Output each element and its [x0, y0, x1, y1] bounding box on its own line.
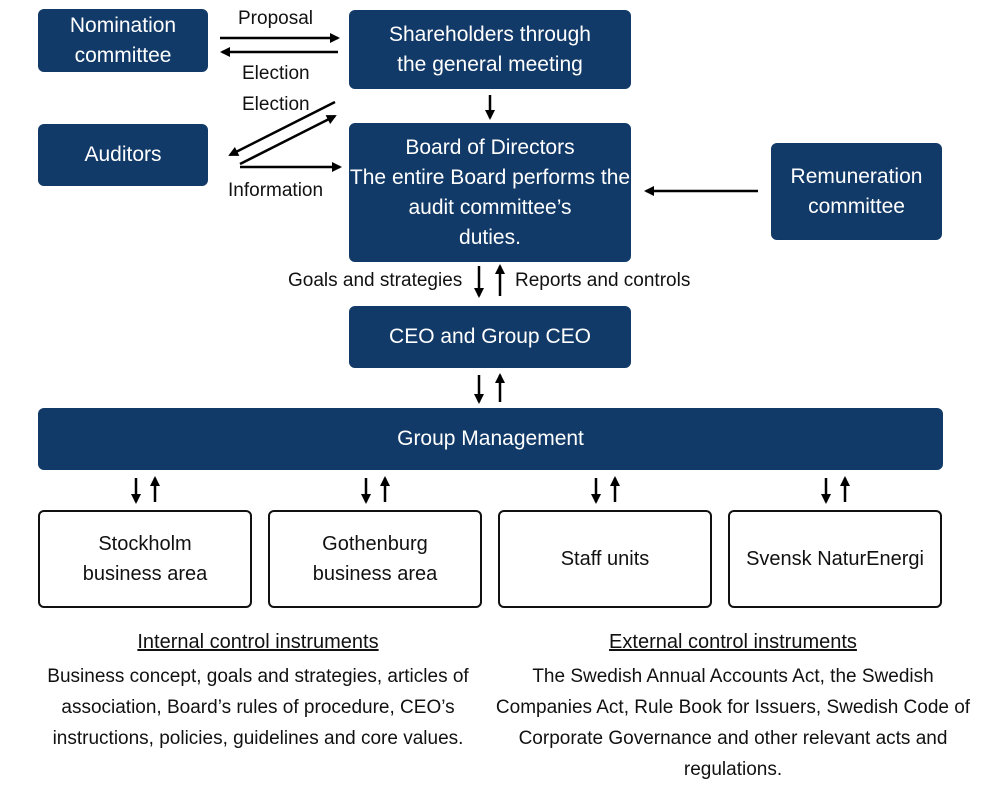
external-controls-text: The Swedish Annual Accounts Act, the Swe… [495, 666, 971, 780]
information-label: Information [228, 180, 324, 201]
election-label-2: Election [242, 94, 310, 115]
external-controls-title: External control instruments [609, 631, 857, 653]
election-label-1: Election [242, 63, 310, 84]
group-management-box: Group Management [38, 408, 943, 470]
remuneration-committee-box: Remuneration committee [771, 143, 942, 240]
nomination-committee-box: Nomination committee [38, 9, 208, 72]
shareholders-box: Shareholders through the general meeting [349, 10, 631, 89]
arrow-information-up [239, 114, 337, 166]
gothenburg-business-area-box: Gothenburg business area [268, 510, 482, 608]
internal-controls-text: Business concept, goals and strategies, … [47, 666, 469, 749]
staff-units-box: Staff units [498, 510, 712, 608]
auditors-box: Auditors [38, 124, 208, 186]
proposal-label: Proposal [238, 8, 313, 29]
stockholm-business-area-box: Stockholm business area [38, 510, 252, 608]
arrow-election-auditors [228, 100, 336, 157]
internal-controls-title: Internal control instruments [137, 631, 379, 653]
reports-label: Reports and controls [515, 270, 691, 291]
board-of-directors-box: Board of Directors The entire Board perf… [349, 123, 631, 262]
goals-label: Goals and strategies [288, 270, 463, 291]
ceo-box: CEO and Group CEO [349, 306, 631, 368]
svensk-naturenergi-box: Svensk NaturEnergi [728, 510, 942, 608]
